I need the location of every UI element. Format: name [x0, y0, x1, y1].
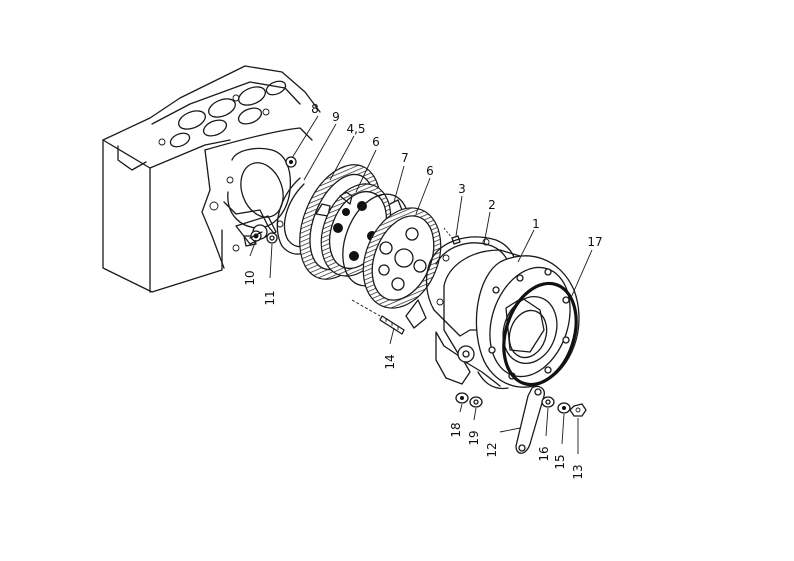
callout-6a: 6 — [372, 135, 380, 149]
pin-3 — [443, 227, 461, 245]
leader-lines — [249, 115, 593, 454]
o-ring-17 — [502, 281, 578, 387]
callout-14: 14 — [383, 354, 397, 369]
shaft-nut-10 — [249, 230, 263, 242]
washer-15 — [557, 402, 571, 414]
callout-16: 16 — [537, 446, 551, 461]
callout-9: 9 — [332, 110, 340, 124]
callout-7: 7 — [401, 151, 409, 165]
callout-13: 13 — [571, 464, 585, 479]
pressure-plate-6b — [362, 207, 442, 309]
lever-12 — [515, 385, 545, 454]
callout-18: 18 — [449, 422, 463, 437]
callout-12: 12 — [485, 442, 499, 457]
callout-10: 10 — [243, 270, 257, 285]
clutch-housing-1 — [435, 249, 580, 390]
nut-13 — [569, 403, 587, 417]
engine-block — [102, 65, 321, 293]
callout-2: 2 — [488, 198, 496, 212]
plug-8 — [285, 156, 297, 168]
callout-15: 15 — [553, 454, 567, 469]
callout-8: 8 — [311, 102, 319, 116]
washer-11 — [266, 232, 278, 244]
callout-11: 11 — [263, 290, 277, 305]
nut-18 — [455, 392, 469, 404]
stud-14 — [351, 299, 405, 335]
callout-6b: 6 — [426, 164, 434, 178]
callout-1: 1 — [532, 217, 540, 231]
washer-19 — [469, 396, 483, 408]
callout-3: 3 — [458, 182, 466, 196]
washer-16 — [541, 396, 555, 408]
callout-19: 19 — [467, 430, 481, 445]
callout-17: 17 — [587, 235, 602, 249]
callout-4-5: 4,5 — [346, 122, 365, 136]
